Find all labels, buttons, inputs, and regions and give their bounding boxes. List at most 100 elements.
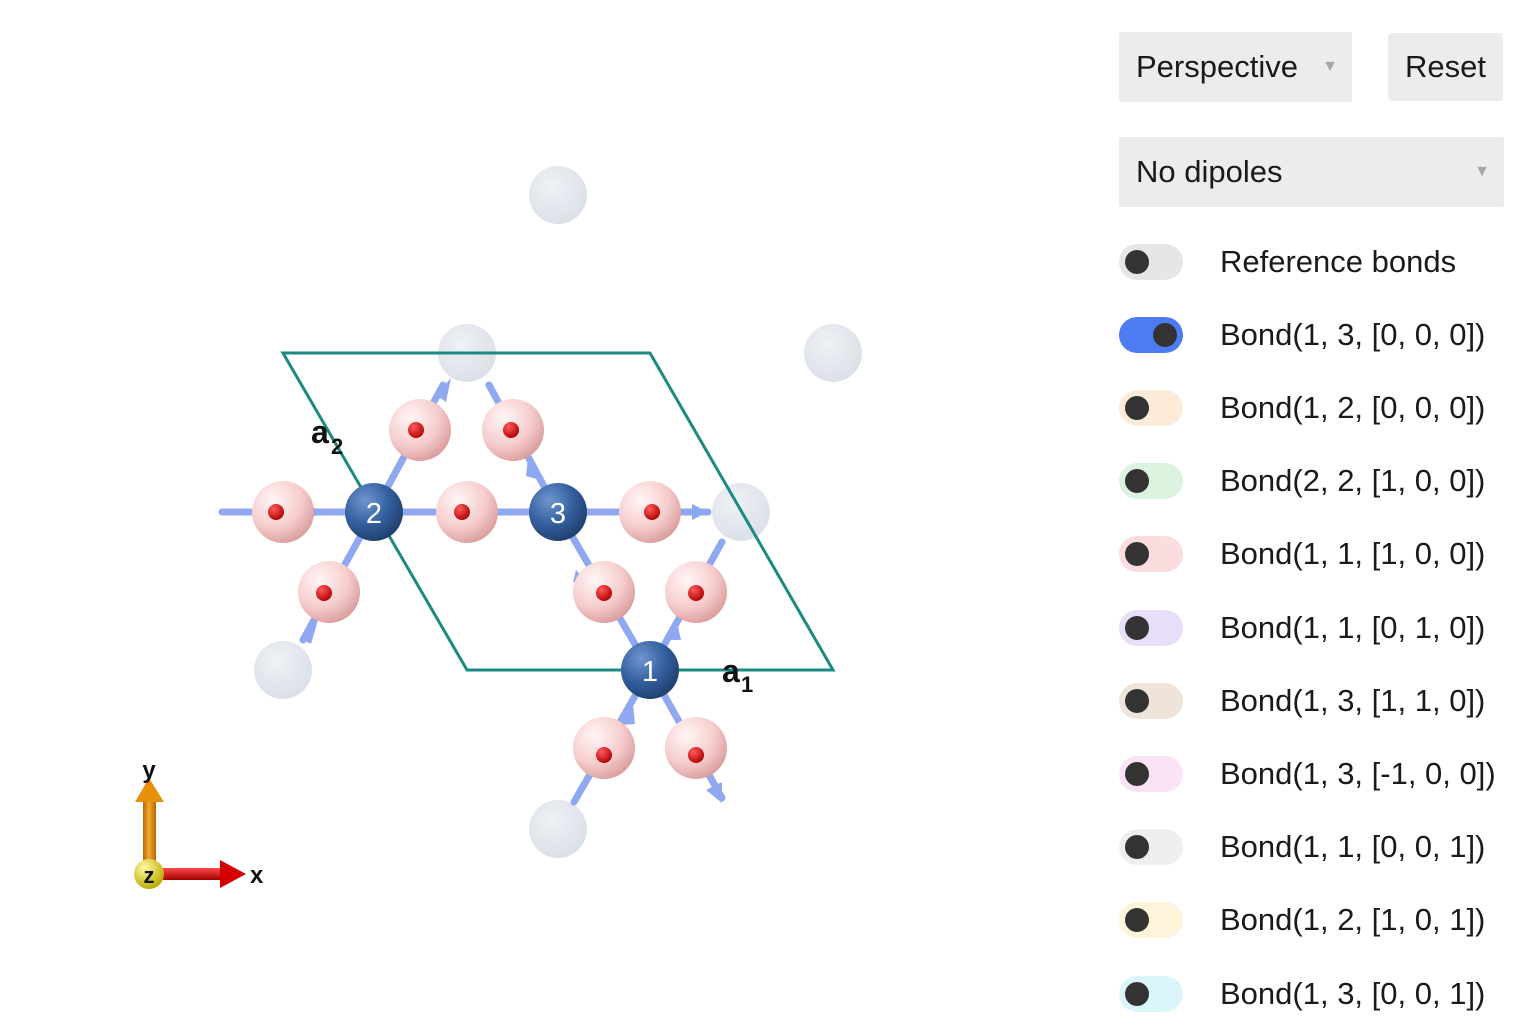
atom-1[interactable]: 1 [621, 641, 679, 699]
bond-arrowhead [692, 504, 708, 520]
toggle-switch[interactable] [1119, 610, 1183, 646]
lattice-vector-a2-label: a 2 [311, 414, 343, 459]
toggle-switch[interactable] [1119, 902, 1183, 938]
toggle-knob [1125, 982, 1149, 1006]
toggle-switch[interactable] [1119, 536, 1183, 572]
atom-label: 1 [642, 656, 658, 688]
toggle-knob [1153, 323, 1177, 347]
dipole-marker [665, 561, 727, 623]
dipole-marker [298, 561, 360, 623]
atom-label: 3 [550, 498, 566, 530]
control-panel: Perspective ▼ Reset No dipoles ▼ Referen… [1119, 0, 1536, 1024]
bond-arrowhead [436, 378, 451, 402]
toggle-label: Bond(1, 3, [0, 0, 1]) [1220, 976, 1486, 1011]
toggle-label: Bond(1, 1, [0, 0, 1]) [1220, 829, 1486, 864]
dipole-marker [252, 481, 314, 543]
reset-button[interactable]: Reset [1388, 33, 1503, 101]
ghost-atom [254, 641, 312, 699]
projection-select[interactable]: Perspective ▼ [1119, 32, 1352, 102]
toggle-row-bond: Bond(1, 3, [0, 0, 0]) [1119, 315, 1536, 355]
toggle-label: Bond(1, 1, [0, 1, 0]) [1220, 610, 1486, 645]
toggle-label: Bond(1, 3, [0, 0, 0]) [1220, 317, 1486, 352]
lattice-vector-a1-label: a 1 [722, 653, 753, 697]
toggle-knob [1125, 396, 1149, 420]
toggle-knob [1125, 616, 1149, 640]
toggle-row-bond: Bond(1, 3, [-1, 0, 0]) [1119, 754, 1536, 794]
y-axis-label: y [142, 757, 156, 784]
structure-viewer[interactable]: 1 2 3 a 1 a 2 z y [0, 0, 1100, 1024]
toggle-knob [1125, 542, 1149, 566]
toggle-switch[interactable] [1119, 317, 1183, 353]
toggle-row-bond: Bond(1, 2, [1, 0, 1]) [1119, 900, 1536, 940]
toggle-knob [1125, 908, 1149, 932]
toggle-label: Bond(1, 1, [1, 0, 0]) [1220, 536, 1486, 571]
toggle-label: Bond(1, 3, [-1, 0, 0]) [1220, 756, 1496, 791]
lattice-symbol: a [311, 414, 329, 450]
dipole-marker [436, 481, 498, 543]
atom-3[interactable]: 3 [529, 483, 587, 541]
toggle-label: Bond(1, 2, [0, 0, 0]) [1220, 390, 1486, 425]
caret-down-icon: ▼ [1474, 163, 1490, 180]
z-axis-label: z [144, 863, 155, 888]
projection-value: Perspective [1136, 49, 1298, 84]
z-axis-sphere [134, 859, 164, 889]
toggle-switch[interactable] [1119, 976, 1183, 1012]
toggle-row-bond: Bond(1, 1, [0, 1, 0]) [1119, 608, 1536, 648]
toggle-row-bond: Bond(1, 3, [0, 0, 1]) [1119, 974, 1536, 1014]
toggle-switch[interactable] [1119, 829, 1183, 865]
toggle-switch[interactable] [1119, 244, 1183, 280]
bond-arrowhead [526, 458, 540, 480]
crystal-scene[interactable]: 1 2 3 a 1 a 2 z y [0, 0, 1100, 1024]
toggle-switch[interactable] [1119, 756, 1183, 792]
dipole-marker [482, 399, 544, 461]
lattice-subscript: 1 [741, 672, 753, 697]
dipole-marker [573, 561, 635, 623]
toggle-label: Bond(1, 3, [1, 1, 0]) [1220, 683, 1486, 718]
dipole-marker [389, 399, 451, 461]
toggle-knob [1125, 835, 1149, 859]
toggle-row-bond: Bond(1, 3, [1, 1, 0]) [1119, 681, 1536, 721]
toggle-label: Bond(2, 2, [1, 0, 0]) [1220, 463, 1486, 498]
toggle-switch[interactable] [1119, 390, 1183, 426]
lattice-subscript: 2 [331, 434, 343, 459]
toggle-switch[interactable] [1119, 463, 1183, 499]
bond-lines [218, 381, 726, 806]
toggle-row-bond: Bond(1, 1, [0, 0, 1]) [1119, 827, 1536, 867]
ghost-atom [804, 324, 862, 382]
dipole-marker [619, 481, 681, 543]
unit-cell-atoms: 1 2 3 [345, 483, 679, 699]
dipole-marker [573, 717, 635, 779]
toggle-knob [1125, 762, 1149, 786]
lattice-symbol: a [722, 653, 740, 689]
toggle-row-bond: Bond(2, 2, [1, 0, 0]) [1119, 461, 1536, 501]
y-axis-arrowhead [135, 778, 164, 802]
unit-cell [280, 351, 836, 672]
bond-arrowhead [706, 782, 722, 803]
x-axis-arrowhead [220, 860, 246, 888]
axes-gizmo: z y x [134, 757, 264, 889]
toggle-knob [1125, 469, 1149, 493]
caret-down-icon: ▼ [1322, 58, 1338, 75]
toggle-switch[interactable] [1119, 683, 1183, 719]
toggle-row-reference-bonds: Reference bonds [1119, 242, 1536, 282]
bond-arrowhead [665, 622, 681, 640]
x-axis-label: x [250, 862, 264, 889]
toggle-knob [1125, 689, 1149, 713]
toggle-label: Bond(1, 2, [1, 0, 1]) [1220, 902, 1486, 937]
toggle-row-bond: Bond(1, 1, [1, 0, 0]) [1119, 534, 1536, 574]
ghost-atom [529, 800, 587, 858]
atom-label: 2 [366, 498, 382, 530]
bond-arrowhead [620, 705, 635, 725]
dipoles-select[interactable]: No dipoles ▼ [1119, 137, 1504, 207]
toggle-knob [1125, 250, 1149, 274]
toggle-label: Reference bonds [1220, 244, 1457, 279]
toggle-row-bond: Bond(1, 2, [0, 0, 0]) [1119, 388, 1536, 428]
y-axis-shaft [143, 800, 156, 872]
atom-2[interactable]: 2 [345, 483, 403, 541]
bond-arrowhead [303, 620, 318, 644]
dipoles-value: No dipoles [1136, 154, 1283, 189]
dipole-marker [665, 717, 727, 779]
dipole-markers [252, 399, 727, 779]
x-axis-shaft [158, 868, 222, 880]
ghost-atom [529, 166, 587, 224]
